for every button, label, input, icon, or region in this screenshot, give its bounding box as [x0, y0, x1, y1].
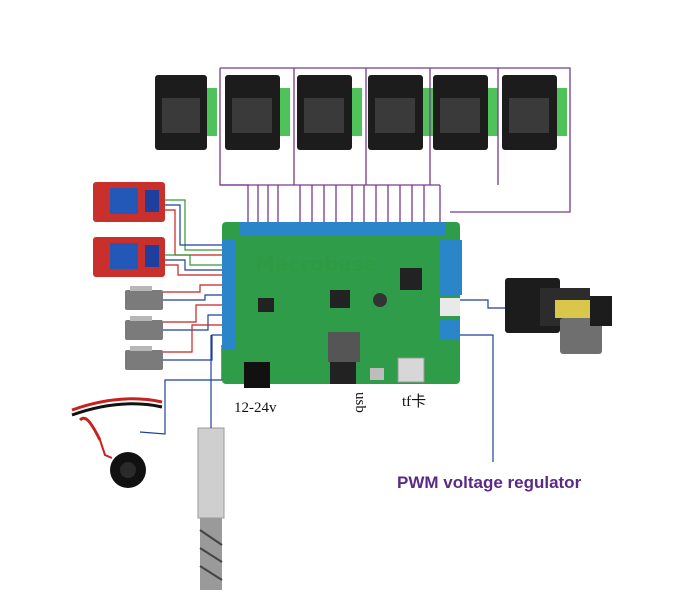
- relay-module-2: [93, 237, 165, 277]
- relay-module-1: [93, 182, 165, 222]
- pwm-wire: [460, 334, 494, 462]
- power-input-label: 12-24v: [234, 400, 277, 416]
- limit-switch-2: [125, 316, 163, 340]
- stepper-driver-3: [297, 75, 362, 150]
- usb-port-label: usb: [352, 392, 368, 413]
- tf-card-label: tf卡: [402, 394, 427, 410]
- laser-module: [460, 278, 612, 354]
- pwm-voltage-regulator-label: PWM voltage regulator: [397, 473, 582, 492]
- stepper-driver-6: [502, 75, 567, 150]
- limit-switch-1: [125, 286, 163, 310]
- controller-board: [222, 222, 462, 388]
- relay-wires: [165, 199, 222, 276]
- driver-signal-wires: [219, 67, 571, 222]
- end-mill: [197, 335, 225, 590]
- board-watermark: Macrobase: [255, 252, 378, 276]
- stepper-driver-4: [368, 75, 433, 150]
- limit-switch-3: [125, 346, 163, 370]
- stepper-driver-1: [155, 75, 217, 150]
- switch-wires: [163, 284, 222, 361]
- z-probe: [71, 345, 223, 488]
- stepper-driver-5: [433, 75, 498, 150]
- stepper-driver-2: [225, 75, 290, 150]
